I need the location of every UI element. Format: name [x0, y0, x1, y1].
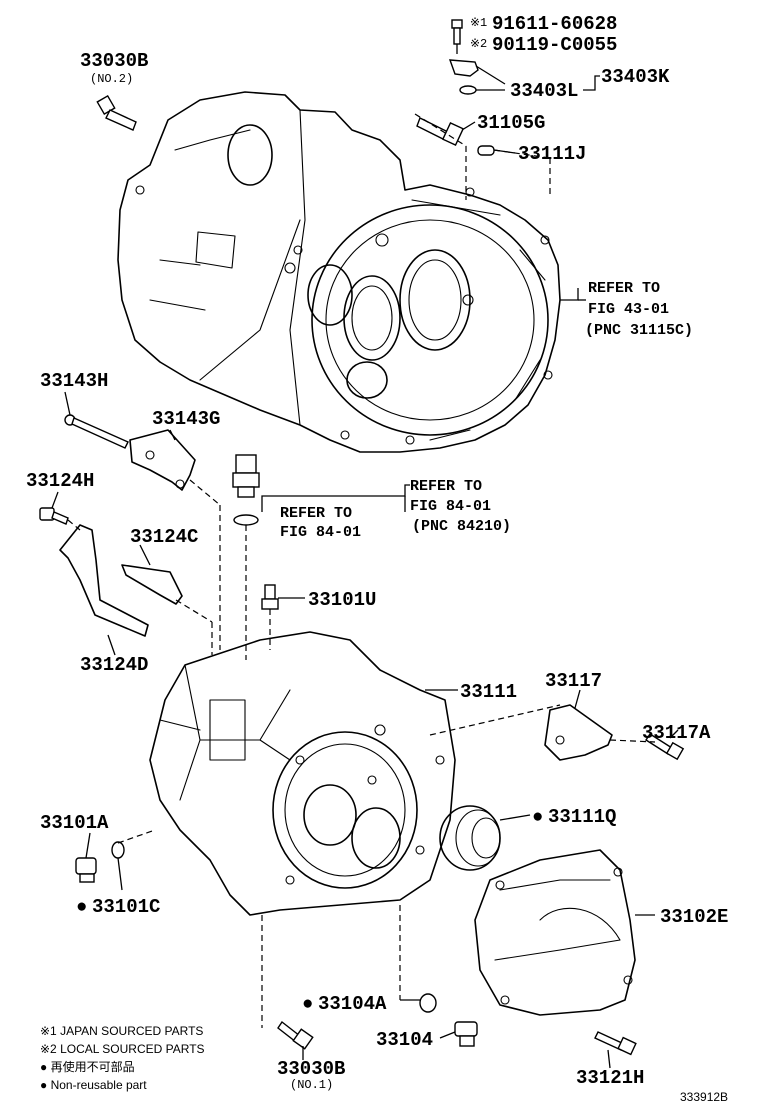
bolt-91611-illustration [451, 19, 463, 45]
bracket-33143G-illustration [129, 429, 196, 491]
bracket-33124C-illustration [121, 564, 183, 605]
part-number-91611-60628: 91611-60628 [492, 13, 617, 35]
bolt-33121H-illustration [594, 1031, 637, 1056]
part-number-33121H: 33121H [576, 1067, 644, 1089]
label-33101C: ● 33101C [76, 896, 160, 918]
part-number-33403L: 33403L [510, 80, 578, 102]
bracket-33117-illustration [544, 704, 613, 761]
ref-fig43-line1: REFER TO [588, 280, 660, 297]
label-33111Q: ● 33111Q [532, 806, 616, 828]
non-reusable-marker: ● [532, 806, 543, 828]
ref-fig43-line2: FIG 43-01 [588, 301, 669, 318]
ref-fig84-left-line2: FIG 84-01 [280, 524, 361, 541]
bolt-33143H-illustration [64, 414, 129, 449]
ref-fig43-line3: (PNC 31115C) [585, 322, 693, 339]
gasket-33101C-illustration [111, 841, 125, 859]
part-number-33101U: 33101U [308, 589, 376, 611]
bolt-33117A-illustration [645, 733, 685, 761]
legend-note-japan: ※1 JAPAN SOURCED PARTS [40, 1024, 203, 1038]
part-number-33111Q: 33111Q [548, 806, 616, 828]
non-reusable-marker: ● [302, 993, 313, 1015]
sensor-illustration [232, 454, 260, 526]
part-number-33030B-no1: 33030B [277, 1058, 345, 1080]
part-number-33124D: 33124D [80, 654, 148, 676]
label-91611: ※1 91611-60628 [470, 13, 617, 35]
seal-33111Q-illustration [439, 805, 501, 871]
part-number-33101C: 33101C [92, 896, 160, 918]
part-sub-no2: (NO.2) [90, 72, 133, 86]
part-number-33111: 33111 [460, 681, 517, 703]
legend-note-nonreusable-en: ● Non-reusable part [40, 1078, 147, 1092]
part-number-33117: 33117 [545, 670, 602, 692]
bolt-33124H-illustration [39, 507, 69, 525]
transmission-case-upper-illustration [117, 91, 561, 453]
figure-id: 333912B [680, 1090, 728, 1104]
part-number-33104: 33104 [376, 1029, 433, 1051]
legend: ※1 JAPAN SOURCED PARTS ※2 LOCAL SOURCED … [40, 1024, 205, 1092]
part-number-33124C: 33124C [130, 526, 198, 548]
bolt-33030B-no1-illustration [277, 1020, 314, 1050]
legend-note-nonreusable-jp: ● 再使用不可部品 [40, 1059, 135, 1074]
ref-fig84-left-line1: REFER TO [280, 505, 352, 522]
ref-fig84-right-line3: (PNC 84210) [412, 518, 511, 535]
mark-local-sourced: ※2 [470, 37, 487, 51]
part-number-33102E: 33102E [660, 906, 728, 928]
pin-33101U-illustration [261, 584, 279, 610]
cover-33102E-illustration [474, 849, 636, 1016]
ref-fig84-right-line1: REFER TO [410, 478, 482, 495]
part-number-33403K: 33403K [601, 66, 670, 88]
legend-note-local: ※2 LOCAL SOURCED PARTS [40, 1042, 205, 1056]
part-number-33101A: 33101A [40, 812, 109, 834]
bolt-33030B-no2-illustration [96, 94, 137, 131]
part-number-31105G: 31105G [477, 112, 545, 134]
non-reusable-marker: ● [76, 896, 87, 918]
leader-lines [51, 44, 679, 1069]
ref-fig84-right-line2: FIG 84-01 [410, 498, 491, 515]
mark-japan-sourced: ※1 [470, 16, 487, 30]
label-33104A: ● 33104A [302, 993, 387, 1015]
gasket-33104A-illustration [419, 993, 437, 1013]
lever-33403L-illustration [448, 59, 479, 95]
bracket-33124D-illustration [59, 524, 149, 637]
part-number-33124H: 33124H [26, 470, 94, 492]
part-sub-no1: (NO.1) [290, 1078, 333, 1092]
part-number-33117A: 33117A [642, 722, 711, 744]
plug-33101A-illustration [75, 857, 97, 883]
part-number-33143G: 33143G [152, 408, 220, 430]
part-number-33111J: 33111J [518, 143, 586, 165]
label-90119: ※2 90119-C0055 [470, 34, 617, 56]
part-number-33143H: 33143H [40, 370, 108, 392]
pin-33111J-illustration [477, 145, 495, 156]
plug-33104-illustration [454, 1021, 478, 1047]
part-number-90119-C0055: 90119-C0055 [492, 34, 617, 56]
part-number-33030B-no2: 33030B [80, 50, 148, 72]
transmission-case-lower-illustration [149, 631, 456, 916]
part-number-33104A: 33104A [318, 993, 387, 1015]
bolt-31105G-illustration [416, 117, 465, 147]
